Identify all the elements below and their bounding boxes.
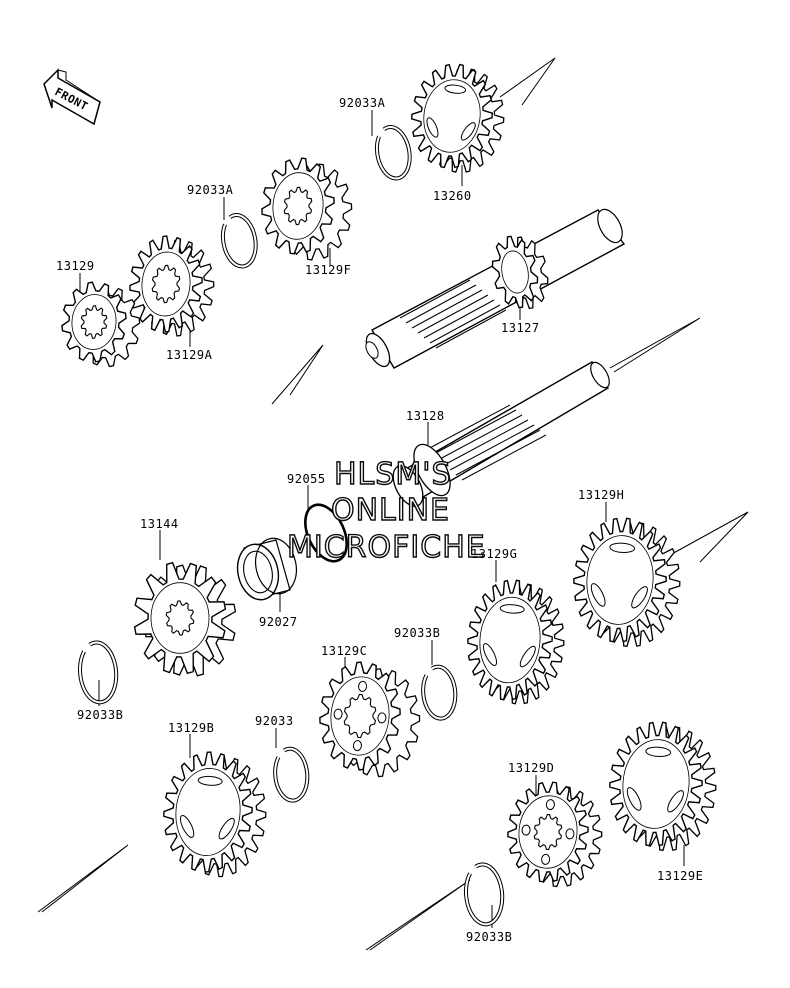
o-ring-92055[interactable] xyxy=(297,498,355,568)
gear-13129A[interactable] xyxy=(126,233,218,339)
axis-line-bottom-left xyxy=(37,844,129,913)
collar-92027[interactable] xyxy=(233,534,302,603)
label-13127: 13127 xyxy=(501,321,540,335)
circlip-92033B-left[interactable] xyxy=(78,640,119,705)
front-arrow-icon: FRONT xyxy=(43,68,101,126)
label-92033: 92033 xyxy=(255,714,294,728)
label-13260: 13260 xyxy=(433,189,472,203)
axis-line-right xyxy=(669,511,749,563)
gear-13129B[interactable] xyxy=(159,749,271,881)
part-labels: 92033A 13260 92033A 13129F 13129 13129A … xyxy=(56,96,703,944)
gear-13129C[interactable] xyxy=(315,659,424,780)
gear-13129[interactable] xyxy=(59,280,143,369)
label-13129: 13129 xyxy=(56,259,95,273)
label-13129F: 13129F xyxy=(305,263,351,277)
label-13128: 13128 xyxy=(406,409,445,423)
axis-line-lower-shaft xyxy=(609,317,701,373)
circlip-92033[interactable] xyxy=(273,746,310,803)
label-92033B-bottom: 92033B xyxy=(466,930,512,944)
shaft-13128[interactable] xyxy=(387,359,613,511)
label-13129G: 13129G xyxy=(471,547,517,561)
axis-line-upper-shaft xyxy=(271,344,324,405)
circlip-92033B-mid[interactable] xyxy=(421,664,458,721)
circlip-92033A-left[interactable] xyxy=(219,212,260,269)
label-13129B: 13129B xyxy=(168,721,214,735)
label-92027: 92027 xyxy=(259,615,298,629)
axis-line-top xyxy=(499,57,556,106)
label-13129C: 13129C xyxy=(321,644,367,658)
gear-13129D[interactable] xyxy=(504,779,606,890)
watermark: HLSM'S ONLINE MICROFICHE xyxy=(286,456,486,565)
watermark-line-1: HLSM'S xyxy=(334,457,452,492)
circlip-92033A-top[interactable] xyxy=(373,124,414,181)
gear-13129H[interactable] xyxy=(568,514,685,650)
axis-line-bottom-center xyxy=(365,879,471,951)
label-92033A-left: 92033A xyxy=(187,183,234,197)
label-92055: 92055 xyxy=(287,472,326,486)
watermark-line-2: ONLINE xyxy=(331,493,450,528)
axis-lines xyxy=(37,57,749,951)
watermark-line-3: MICROFICHE xyxy=(287,530,486,565)
label-13144: 13144 xyxy=(140,517,179,531)
sprocket-13144[interactable] xyxy=(133,561,237,677)
label-92033B-left: 92033B xyxy=(77,708,123,722)
label-13129H: 13129H xyxy=(578,488,624,502)
gear-13129F[interactable] xyxy=(258,155,356,263)
label-92033A-top: 92033A xyxy=(339,96,386,110)
gear-on-shaft-13127[interactable] xyxy=(488,231,553,313)
gear-13129E[interactable] xyxy=(604,718,721,854)
gear-13260[interactable] xyxy=(405,59,511,178)
shaft-13127[interactable] xyxy=(362,205,628,370)
gear-13129G[interactable] xyxy=(463,577,569,708)
label-13129A: 13129A xyxy=(166,348,213,362)
label-13129D: 13129D xyxy=(508,761,554,775)
label-92033B-mid: 92033B xyxy=(394,626,440,640)
label-13129E: 13129E xyxy=(657,869,703,883)
circlip-92033B-bottom[interactable] xyxy=(464,862,505,927)
